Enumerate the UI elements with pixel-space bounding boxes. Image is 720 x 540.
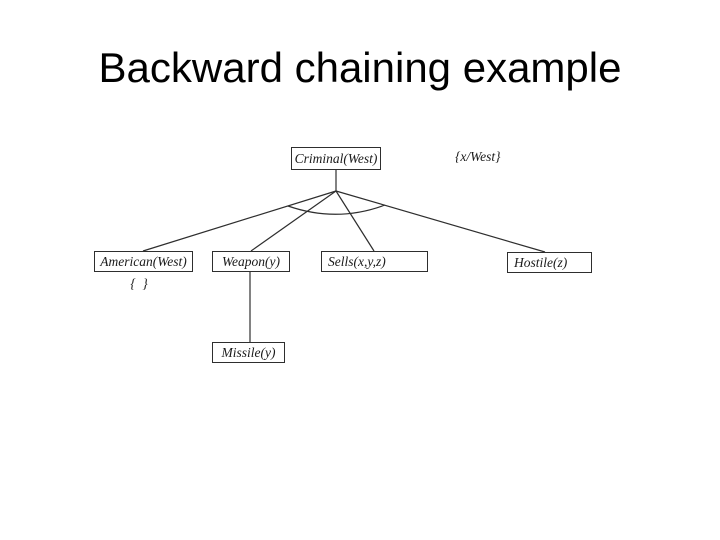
- edge-junction-american: [142, 190, 337, 252]
- slide-title: Backward chaining example: [98, 44, 622, 91]
- and-arc: [287, 204, 386, 215]
- node-hostile-z: Hostile(z): [507, 252, 592, 273]
- edge-junction-sells: [335, 190, 375, 252]
- edge-junction-hostile: [335, 190, 546, 253]
- node-weapon-y: Weapon(y): [212, 251, 290, 272]
- substitution-empty: { }: [130, 276, 148, 291]
- substitution-x-west: {x/West}: [455, 149, 501, 164]
- node-sells-xyz: Sells(x,y,z): [321, 251, 428, 272]
- node-missile-y: Missile(y): [212, 342, 285, 363]
- node-american-west: American(West): [94, 251, 193, 272]
- node-criminal-west: Criminal(West): [291, 147, 381, 170]
- edge-junction-weapon: [250, 190, 337, 252]
